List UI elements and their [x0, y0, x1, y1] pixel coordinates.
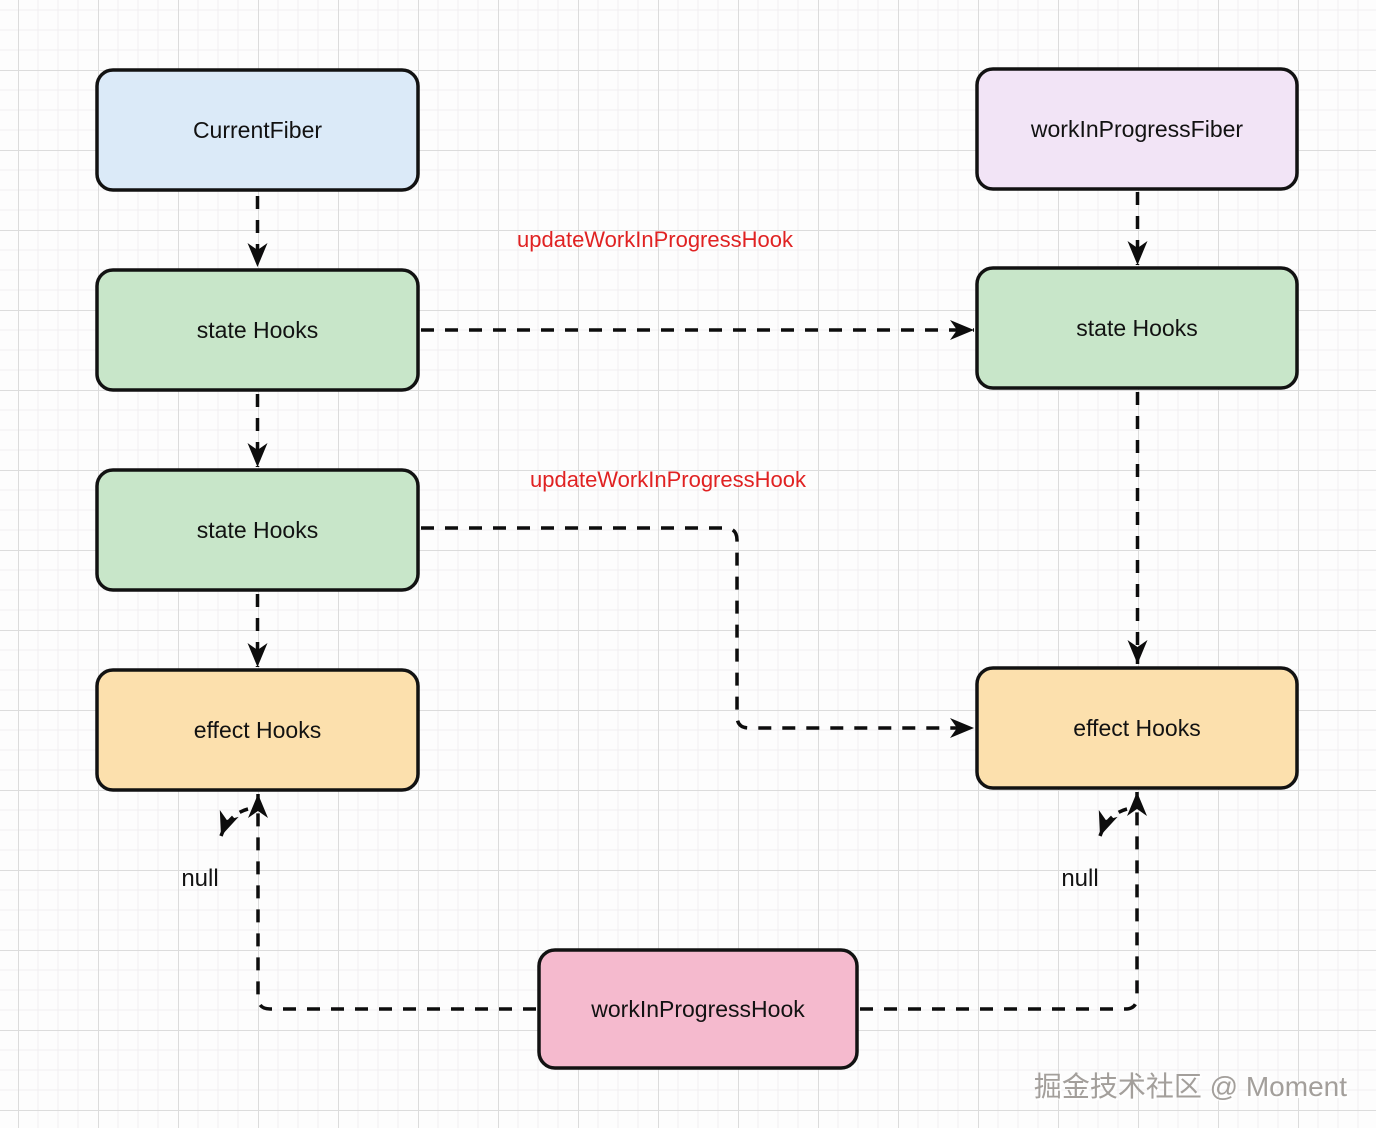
node-current-fiber-label: CurrentFiber: [193, 117, 322, 143]
node-state-hooks-wip: state Hooks: [975, 266, 1299, 390]
node-state-hooks-current-2-label: state Hooks: [197, 517, 318, 543]
node-effect-hooks-current-box: [95, 668, 420, 792]
edge-label-updateworkinprogresshook-2: updateWorkInProgressHook: [530, 467, 807, 492]
node-work-in-progress-fiber: workInProgressFiber: [975, 67, 1299, 191]
edge-wiphook-to-effecthooks-left: [248, 794, 536, 1011]
edge-effecthooks-left-to-null: [219, 807, 249, 837]
node-work-in-progress-fiber-label: workInProgressFiber: [1030, 116, 1244, 142]
node-effect-hooks-current-label: effect Hooks: [194, 717, 321, 743]
node-work-in-progress-fiber-box: [975, 67, 1299, 191]
edge-effecthooks-right-to-null: [1098, 807, 1128, 837]
node-work-in-progress-hook-box: [537, 948, 859, 1070]
node-state-hooks-current-1-label: state Hooks: [197, 317, 318, 343]
watermark-shadow: 掘金技术社区 @ Moment: [1036, 1073, 1349, 1104]
node-state-hooks-current-1-box: [95, 268, 420, 392]
node-state-hooks-current-2-box: [95, 468, 420, 592]
node-state-hooks-current-1: state Hooks: [95, 268, 420, 392]
edge-statehooks2-to-effecthooks-wip: [421, 526, 974, 738]
node-current-fiber: CurrentFiber: [95, 68, 420, 192]
node-work-in-progress-hook-label: workInProgressHook: [590, 996, 805, 1022]
node-current-fiber-box: [95, 68, 420, 192]
null-label-right: null: [1061, 865, 1098, 892]
edge-label-updateworkinprogresshook-1: updateWorkInProgressHook: [517, 227, 794, 252]
edge-wiphook-to-effecthooks-right: [860, 792, 1147, 1011]
null-label-left: null: [181, 865, 218, 892]
node-effect-hooks-wip-label: effect Hooks: [1073, 715, 1200, 741]
node-state-hooks-current-2: state Hooks: [95, 468, 420, 592]
node-effect-hooks-current: effect Hooks: [95, 668, 420, 792]
node-state-hooks-wip-label: state Hooks: [1076, 315, 1197, 341]
node-work-in-progress-hook: workInProgressHook: [537, 948, 859, 1070]
node-effect-hooks-wip-box: [975, 666, 1299, 790]
node-state-hooks-wip-box: [975, 266, 1299, 390]
watermark: 掘金技术社区 @ Moment: [1034, 1071, 1347, 1102]
node-effect-hooks-wip: effect Hooks: [975, 666, 1299, 790]
